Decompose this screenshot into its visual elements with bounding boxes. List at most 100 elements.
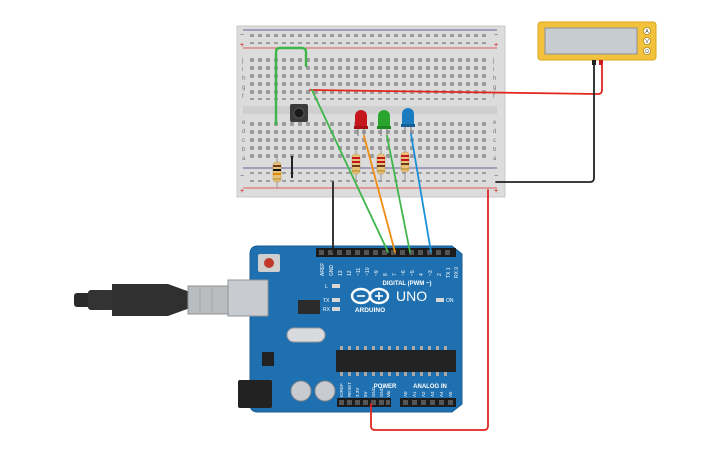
- row-letter: d: [493, 129, 496, 135]
- led-rx-indicator: [332, 307, 340, 311]
- pin-label: 2: [437, 273, 443, 276]
- row-letter: g: [242, 85, 245, 91]
- wire-red-multimeter-probe[interactable]: [309, 63, 603, 95]
- atmega-chip: [336, 346, 456, 376]
- wire-orange-led-red[interactable]: [363, 135, 396, 253]
- pin-label-gnd: GND: [329, 265, 335, 277]
- row-letter: h: [242, 76, 245, 82]
- terminal-holes-bottom: [250, 118, 490, 162]
- arduino-infinity-icon: [350, 287, 390, 305]
- row-letter: c: [242, 138, 245, 144]
- dial-label-a: A: [645, 29, 649, 35]
- pin-label: ~6: [401, 270, 407, 276]
- power-pin-label: RESET: [347, 382, 352, 397]
- row-letter: a: [242, 156, 246, 162]
- led-on-indicator: [436, 298, 444, 302]
- pin-label: ~3: [428, 270, 434, 276]
- resistor-blue-led[interactable]: [400, 146, 410, 180]
- row-letter: e: [242, 120, 246, 126]
- pin-label: ~11: [356, 268, 362, 276]
- push-button[interactable]: [290, 104, 308, 122]
- wire-green-button-signal[interactable]: [311, 89, 389, 253]
- row-letter: h: [493, 76, 496, 82]
- row-letter: b: [493, 147, 497, 153]
- power-pin-label: 3.3V: [355, 388, 360, 397]
- led-on-label: ON: [446, 298, 454, 304]
- analog-pin-label: A0: [403, 391, 408, 397]
- voltage-regulator: [262, 352, 274, 366]
- led-red[interactable]: [354, 110, 368, 136]
- wire-red-5v[interactable]: [370, 189, 489, 431]
- analog-pin-label: A2: [421, 391, 426, 397]
- analog-header: [400, 398, 456, 407]
- wire-green-led-green[interactable]: [386, 135, 411, 253]
- row-letter: d: [242, 129, 245, 135]
- pin-label: ~10: [365, 267, 371, 276]
- led-tx-indicator: [332, 298, 340, 302]
- wire-blue-led-blue[interactable]: [410, 133, 432, 253]
- power-jack: [238, 380, 272, 408]
- resistor-pulldown[interactable]: [272, 156, 282, 188]
- rail-minus-bottom-right: −: [494, 173, 498, 180]
- power-pin-label: GND: [379, 386, 384, 397]
- power-pin-label: 5V: [363, 391, 368, 397]
- power-pin-label: GND: [371, 386, 376, 397]
- row-letter: c: [493, 138, 496, 144]
- probe-jack-black: [592, 60, 596, 65]
- reset-button[interactable]: [258, 254, 280, 272]
- rail-plus-bottom-left: +: [240, 188, 244, 195]
- capacitor-right: [314, 380, 336, 402]
- dial-ohm-icon[interactable]: [643, 47, 652, 56]
- digital-pwm-label: DIGITAL (PWM ~): [383, 281, 432, 287]
- rail-minus-top-right: −: [494, 32, 498, 39]
- row-letter: a: [493, 156, 497, 162]
- pin-label: 13: [338, 270, 344, 276]
- analog-in-label: ANALOG IN: [413, 384, 447, 390]
- power-pin-label: IOREF: [339, 383, 344, 397]
- center-channel: [243, 106, 497, 114]
- row-letter: f: [493, 94, 495, 100]
- pin-label-aref: AREF: [320, 263, 326, 276]
- usb-chip: [298, 300, 320, 314]
- wire-green-button-jumper[interactable]: [274, 46, 308, 126]
- usb-port: [227, 279, 269, 317]
- rail-holes-bottom-2: [250, 180, 490, 184]
- multimeter[interactable]: A V Ω: [537, 21, 657, 65]
- row-letter: g: [493, 85, 496, 91]
- probe-jack-red: [599, 60, 603, 65]
- pin-label: 7: [392, 273, 398, 276]
- row-letter: j: [492, 58, 494, 64]
- row-letter: i: [493, 67, 494, 73]
- row-letter: b: [242, 147, 246, 153]
- rail-plus-top-left: +: [240, 42, 244, 49]
- led-l-label: L: [325, 284, 328, 290]
- pin-label: ~5: [410, 270, 416, 276]
- usb-cable[interactable]: [74, 284, 229, 316]
- analog-pin-label: A5: [448, 391, 453, 397]
- analog-pin-label: A1: [412, 391, 417, 397]
- board-model-uno: UNO: [396, 288, 427, 304]
- resistor-green-led[interactable]: [376, 148, 386, 182]
- dial-v-icon[interactable]: [643, 37, 652, 46]
- rail-holes-top-2: [250, 40, 490, 44]
- led-rx-label: RX: [323, 307, 331, 313]
- dial-a-icon[interactable]: [643, 26, 652, 35]
- rail-plus-bottom-right: +: [494, 188, 498, 195]
- pin-label: ~9: [374, 270, 380, 276]
- row-letter: e: [493, 120, 497, 126]
- wire-black-multimeter-probe[interactable]: [495, 63, 595, 183]
- led-green[interactable]: [377, 110, 391, 136]
- arduino-uno-board: AREF GND 13 12 ~11 ~10 ~9 8 7 ~6 ~5 4 ~3…: [74, 245, 463, 413]
- rail-minus-top-left: −: [240, 32, 244, 39]
- led-blue[interactable]: [401, 108, 415, 134]
- rail-plus-top-right: +: [494, 42, 498, 49]
- pin-label: 12: [347, 270, 353, 276]
- arduino-logo-text: ARDUINO: [355, 307, 385, 314]
- dial-label-ohm: Ω: [645, 49, 649, 55]
- pin-label: RX 0: [454, 267, 460, 278]
- pin-label: 4: [419, 273, 425, 276]
- resistor-red-led[interactable]: [351, 148, 361, 182]
- row-letter: j: [241, 58, 243, 64]
- rail-holes-bottom-1: [250, 172, 490, 176]
